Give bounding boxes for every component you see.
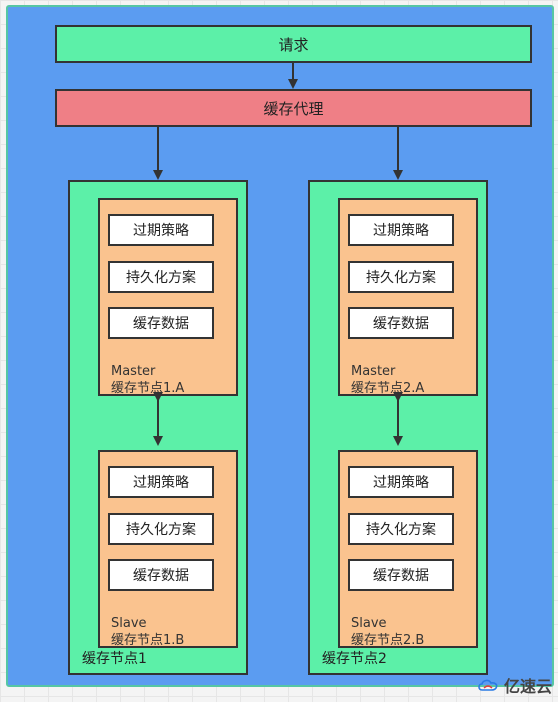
node-role: Master [351,364,396,379]
node-caption: Master 缓存节点2.A [351,363,424,397]
master-node-2a: 过期策略 持久化方案 缓存数据 Master 缓存节点2.A [338,198,478,396]
cloud-logo-icon [478,679,498,691]
watermark: 亿速云 [476,674,552,696]
node-caption: Slave 缓存节点2.B [351,615,424,649]
node-role: Master [111,364,156,379]
cluster-label: 缓存节点1 [82,651,147,667]
node-name: 缓存节点2.A [351,381,425,396]
cache-cluster-2: 过期策略 持久化方案 缓存数据 Master 缓存节点2.A 过期策略 持久化方… [308,180,488,675]
cache-proxy-label: 缓存代理 [263,99,324,118]
expiry-policy-box: 过期策略 [108,466,214,498]
request-label: 请求 [278,35,309,54]
node-name: 缓存节点2.B [351,633,425,648]
master-node-1a: 过期策略 持久化方案 缓存数据 Master 缓存节点1.A [98,198,238,396]
cluster-label: 缓存节点2 [322,651,387,667]
expiry-policy-box: 过期策略 [348,214,454,246]
persistence-box: 持久化方案 [108,261,214,293]
persistence-box: 持久化方案 [348,513,454,545]
node-name: 缓存节点1.A [111,381,185,396]
node-caption: Slave 缓存节点1.B [111,615,184,649]
slave-node-1b: 过期策略 持久化方案 缓存数据 Slave 缓存节点1.B [98,450,238,648]
node-caption: Master 缓存节点1.A [111,363,184,397]
persistence-box: 持久化方案 [348,261,454,293]
slave-node-2b: 过期策略 持久化方案 缓存数据 Slave 缓存节点2.B [338,450,478,648]
node-role: Slave [351,616,387,631]
node-role: Slave [111,616,147,631]
cache-data-box: 缓存数据 [348,559,454,591]
watermark-text: 亿速云 [503,677,552,696]
cache-cluster-1: 过期策略 持久化方案 缓存数据 Master 缓存节点1.A 过期策略 持久化方… [68,180,248,675]
cache-data-box: 缓存数据 [348,307,454,339]
request-box: 请求 [55,25,532,63]
persistence-box: 持久化方案 [108,513,214,545]
cache-data-box: 缓存数据 [108,307,214,339]
expiry-policy-box: 过期策略 [348,466,454,498]
expiry-policy-box: 过期策略 [108,214,214,246]
node-name: 缓存节点1.B [111,633,185,648]
cache-proxy-box: 缓存代理 [55,89,532,127]
cache-data-box: 缓存数据 [108,559,214,591]
